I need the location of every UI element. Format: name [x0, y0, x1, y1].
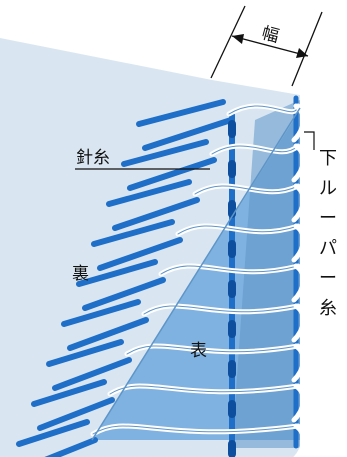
back-side-label: 裏 — [72, 263, 89, 284]
width-arrowhead-right — [296, 48, 308, 58]
needle-stitch-upper — [61, 299, 141, 327]
needle-stitch-lower — [52, 357, 132, 391]
width-label: 幅 — [259, 23, 281, 47]
needle-stitch-lower — [142, 117, 234, 151]
lower-looper-char: パ — [319, 238, 337, 259]
looper-loop-outline — [126, 345, 299, 355]
needle-stitch-lower — [82, 277, 166, 311]
edge-loop — [291, 263, 306, 303]
lower-looper-char: 糸 — [319, 298, 337, 319]
lower-looper-char: ー — [319, 208, 337, 229]
needle-stitch-upper — [31, 379, 107, 407]
needle-thread-label: 針糸 — [76, 148, 110, 168]
seam-edge-band — [232, 100, 300, 448]
looper-loop-outline — [160, 265, 299, 275]
needle-stitch-lower — [44, 437, 98, 457]
needle-stitch-lower — [112, 197, 200, 231]
lower-looper-char: ー — [319, 268, 337, 289]
needle-stitch-lower — [127, 157, 217, 191]
looper-loop-outline — [92, 425, 299, 435]
edge-loop — [291, 383, 306, 423]
lower-looper-label: 下 ル ー パ ー 糸 — [319, 148, 337, 319]
looper-loop-outline — [109, 385, 299, 395]
width-arrow-line — [231, 35, 309, 57]
fold-edge — [91, 107, 301, 441]
needle-stitch-upper — [16, 419, 90, 447]
edge-loop — [291, 103, 306, 143]
edge-loop — [291, 143, 306, 183]
width-arrowhead-left — [232, 34, 244, 44]
front-side-label: 表 — [190, 341, 207, 361]
looper-loop-outline — [228, 105, 299, 115]
lower-looper-leader — [304, 131, 315, 150]
needle-stitch-upper — [121, 139, 209, 167]
lower-looper-char: 下 — [319, 148, 337, 169]
edge-loop — [293, 423, 306, 457]
needle-stitch-lower — [37, 397, 115, 431]
width-ext-right — [291, 11, 323, 87]
needle-stitch-upper — [46, 339, 124, 367]
needle-stitch-upper — [136, 99, 226, 127]
needle-stitch-upper — [106, 179, 192, 207]
needle-stitch-upper — [91, 219, 175, 247]
needle-stitch-lower — [67, 317, 149, 351]
edge-loop — [291, 303, 306, 343]
looper-loop-outline — [211, 145, 299, 155]
edge-loop — [291, 223, 306, 263]
needle-stitch-upper — [76, 259, 158, 287]
width-dimension — [210, 5, 323, 87]
looper-loop-outline — [143, 305, 299, 315]
edge-loop — [291, 343, 306, 383]
looper-loop-outline — [177, 225, 299, 235]
edge-loop — [291, 183, 306, 223]
width-ext-left — [210, 5, 246, 79]
stitch-group — [16, 95, 306, 457]
needle-stitch-lower — [97, 237, 183, 271]
lower-looper-char: ル — [319, 178, 337, 199]
looper-loop-outline — [194, 185, 299, 195]
